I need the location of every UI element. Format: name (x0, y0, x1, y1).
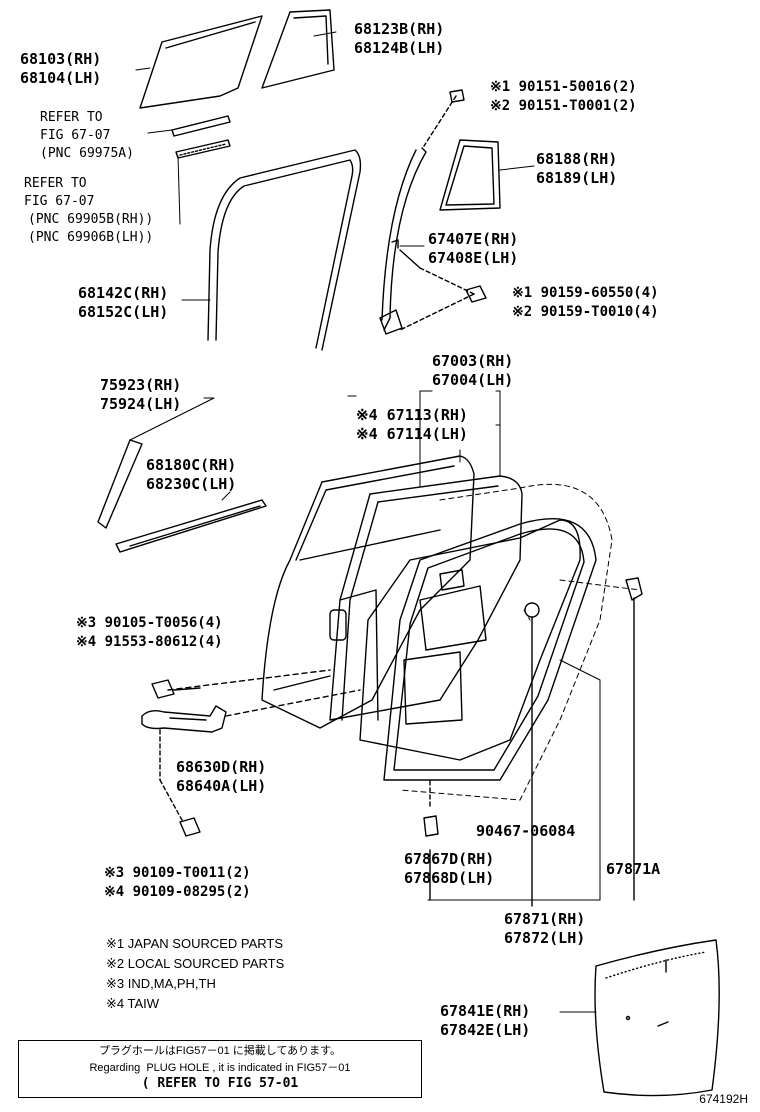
note-2: ※2 LOCAL SOURCED PARTS (106, 956, 285, 971)
hinge-bolt-icon (151, 669, 331, 699)
label-check-assy-lh: 68640A(LH) (176, 777, 267, 795)
leader-lines (129, 31, 601, 1013)
pillar-garnish (97, 439, 143, 529)
label-bolt-channel-1: ※1 90159-60550(4) (512, 285, 659, 301)
refer-strips (171, 115, 231, 159)
top-screw-icon (423, 89, 465, 147)
check-bolt-icon (179, 817, 201, 837)
label-weatherstrip-glass-lh: 68152C(LH) (78, 303, 169, 321)
belt-strip (115, 499, 267, 553)
label-bolt-top-2: ※2 90151-T0001(2) (490, 98, 637, 114)
label-run-channel-lh: 67408E(LH) (428, 249, 519, 267)
label-glass-main-lh: 68104(LH) (20, 69, 102, 87)
label-glass-quarter-rh: 68123B(RH) (354, 20, 445, 38)
refer1-line1: REFER TO (40, 110, 103, 125)
refer2-line3: (PNC 69905B(RH)) (28, 212, 154, 227)
quarter-glass (261, 9, 335, 89)
figure-code: 674192H (699, 1092, 748, 1106)
run-channel (379, 147, 427, 335)
label-run-channel-rh: 67407E(RH) (428, 230, 519, 248)
label-service-cover-rh: 67841E(RH) (440, 1002, 531, 1020)
label-pillar-garnish-lh: 75924(LH) (100, 395, 182, 413)
note-1: ※1 JAPAN SOURCED PARTS (106, 936, 284, 951)
label-bolt-top-1: ※1 90151-50016(2) (490, 79, 637, 95)
label-weatherstrip-single: 67871A (606, 860, 661, 878)
label-hinge-bolts-1: ※3 90105-T0056(4) (76, 615, 223, 631)
channel-bolt-icon (399, 249, 487, 331)
hidden-outline (399, 483, 641, 801)
refer2-line1: REFER TO (24, 176, 87, 191)
label-hinge-bolts-2: ※4 91553-80612(4) (76, 634, 223, 650)
door-check-icon (141, 689, 361, 821)
door-inner-panel (359, 519, 581, 761)
label-glass-main-rh: 68103(RH) (20, 50, 102, 68)
label-door-frame-rh: ※4 67113(RH) (356, 406, 468, 424)
refer-box-line1: プラグホールはFIG57－01 に掲載してあります。 (98, 1045, 342, 1057)
plug-icon (524, 602, 540, 907)
refer2-line4: (PNC 69906B(LH)) (28, 230, 154, 245)
glass-run-weatherstrip (207, 149, 362, 351)
right-clip-icon (625, 577, 643, 901)
label-bolt-channel-2: ※2 90159-T0010(4) (512, 304, 659, 320)
note-4: ※4 TAIW (106, 996, 160, 1011)
label-door-frame-lh: ※4 67114(LH) (356, 425, 468, 443)
refer-box-line2: Regarding PLUG HOLE , it is indicated in… (89, 1062, 351, 1074)
label-check-bolts-1: ※3 90109-T0011(2) (104, 865, 251, 881)
note-3: ※3 IND,MA,PH,TH (106, 976, 216, 991)
refer1-line3: (PNC 69975A) (40, 146, 134, 161)
channel-seal (439, 139, 501, 211)
label-pillar-garnish-rh: 75923(RH) (100, 376, 182, 394)
label-glass-quarter-lh: 68124B(LH) (354, 39, 445, 57)
label-door-panel-rh: 67003(RH) (432, 352, 514, 370)
label-clip-rh: 67867D(RH) (404, 850, 495, 868)
label-belt-strip-rh: 68180C(RH) (146, 456, 237, 474)
refer-box: プラグホールはFIG57－01 に掲載してあります。 Regarding PLU… (18, 1040, 422, 1098)
door-weatherstrip (383, 518, 597, 781)
bottom-clip-icon (423, 779, 439, 901)
door-outer-panel (261, 455, 475, 729)
door-frame (329, 475, 523, 721)
label-plug: 90467-06084 (476, 822, 576, 840)
refer2-line2: FIG 67-07 (24, 194, 95, 209)
label-belt-strip-lh: 68230C(LH) (146, 475, 237, 493)
label-weatherstrip-door-lh: 67872(LH) (504, 929, 586, 947)
main-glass (139, 15, 263, 109)
service-cover (594, 939, 720, 1097)
label-channel-seal-rh: 68188(RH) (536, 150, 618, 168)
label-channel-seal-lh: 68189(LH) (536, 169, 618, 187)
refer-box-line3: ( REFER TO FIG 57-01 (141, 1076, 299, 1091)
label-check-bolts-2: ※4 90109-08295(2) (104, 884, 251, 900)
label-clip-lh: 67868D(LH) (404, 869, 495, 887)
label-service-cover-lh: 67842E(LH) (440, 1021, 531, 1039)
label-weatherstrip-door-rh: 67871(RH) (504, 910, 586, 928)
label-door-panel-lh: 67004(LH) (432, 371, 514, 389)
refer1-line2: FIG 67-07 (40, 128, 111, 143)
label-check-assy-rh: 68630D(RH) (176, 758, 267, 776)
label-weatherstrip-glass-rh: 68142C(RH) (78, 284, 169, 302)
